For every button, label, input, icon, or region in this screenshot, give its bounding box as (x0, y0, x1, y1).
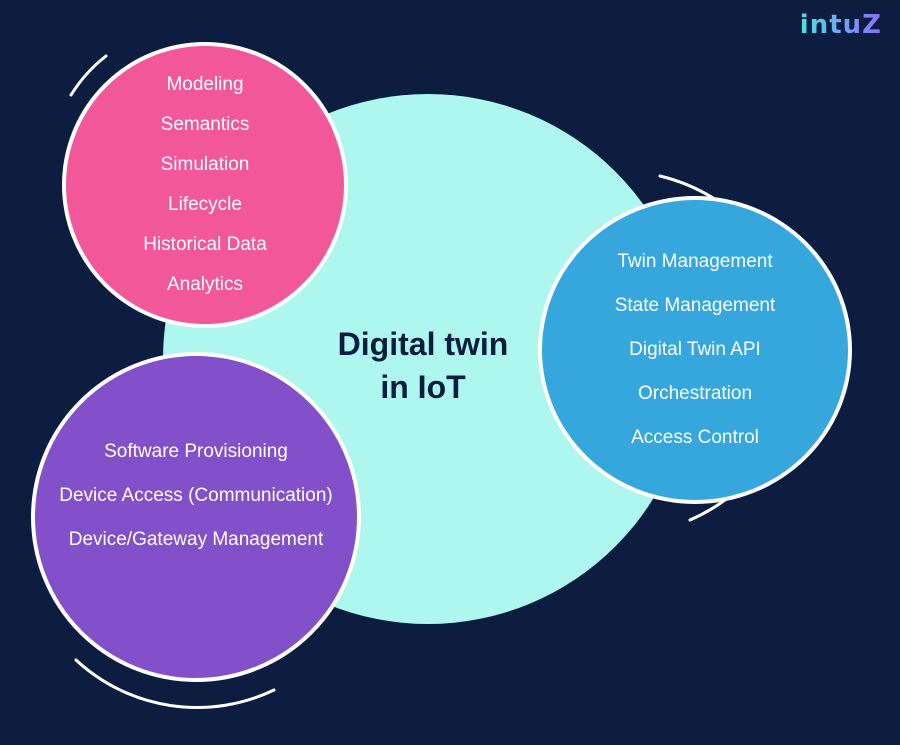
center-title: Digital twin in IoT (283, 323, 563, 409)
pink-item: Analytics (166, 274, 243, 295)
pink-item: Modeling (166, 74, 244, 95)
blue-circle: Twin Management State Management Digital… (538, 196, 852, 504)
blue-item: Orchestration (637, 383, 753, 404)
center-title-line2: in IoT (380, 369, 466, 405)
pink-arc (69, 54, 108, 97)
blue-item: State Management (614, 295, 776, 316)
pink-item: Semantics (160, 114, 250, 135)
purple-item: Device Access (Communication) (59, 485, 333, 506)
blue-item: Twin Management (617, 251, 773, 272)
center-title-line1: Digital twin (337, 326, 509, 362)
pink-item: Historical Data (143, 234, 267, 255)
pink-item: Lifecycle (168, 194, 242, 215)
purple-item: Device/Gateway Management (68, 529, 324, 550)
blue-item: Digital Twin API (629, 339, 761, 360)
pink-item: Simulation (160, 154, 250, 175)
blue-item: Access Control (631, 427, 759, 448)
purple-item: Software Provisioning (104, 441, 288, 462)
purple-arc (74, 658, 276, 709)
intuz-logo: intuZ (799, 10, 882, 40)
purple-circle: Software Provisioning Device Access (Com… (31, 352, 361, 682)
pink-circle: Modeling Semantics Simulation Lifecycle … (62, 42, 348, 328)
